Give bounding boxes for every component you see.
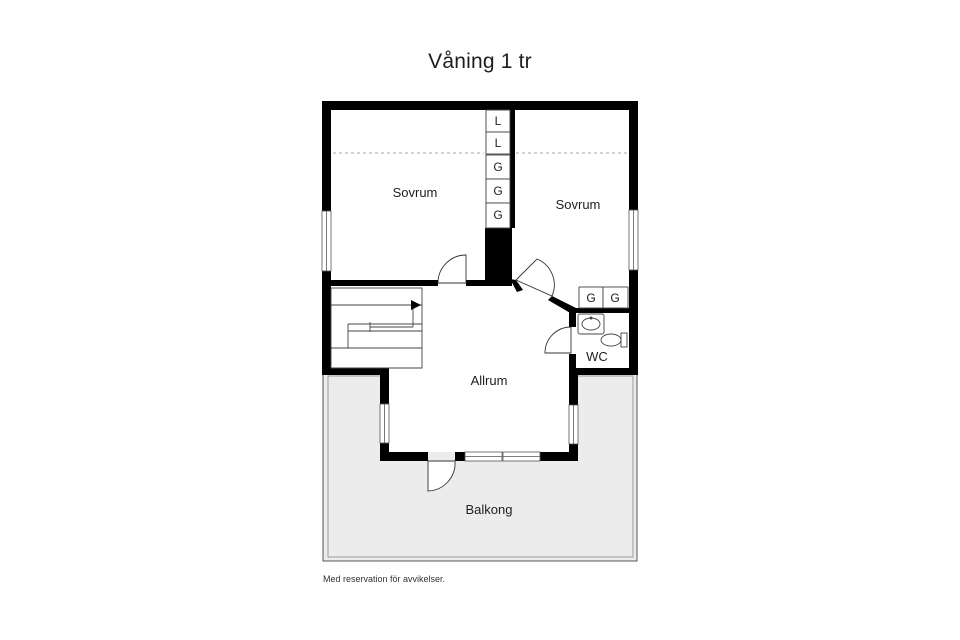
doors: [427, 254, 572, 492]
storage-label: G: [586, 291, 595, 305]
stair-arrow-icon: [411, 300, 421, 310]
storage-row-labels: G G: [586, 291, 619, 305]
toilet-tank-icon: [620, 332, 628, 348]
room-label-living: Allrum: [471, 373, 508, 388]
storage-column-labels: L L G G G: [493, 114, 502, 222]
storage-row: [578, 286, 629, 309]
walls: [322, 101, 638, 461]
room-label-bedroom-left: Sovrum: [393, 185, 438, 200]
storage-column: [485, 109, 511, 229]
storage-label: G: [493, 160, 502, 174]
disclaimer-text: Med reservation för avvikelser.: [323, 574, 446, 584]
windows: [321, 209, 639, 462]
balcony-area: [322, 373, 638, 562]
room-label-bedroom-right: Sovrum: [556, 197, 601, 212]
floor-living: [331, 283, 572, 452]
room-label-balcony: Balkong: [466, 502, 513, 517]
storage-label: L: [495, 136, 502, 150]
staircase: [330, 287, 423, 369]
floor-title: Våning 1 tr: [428, 50, 532, 73]
floor-bedroom-left: [331, 109, 485, 281]
storage-label: G: [610, 291, 619, 305]
storage-label: L: [495, 114, 502, 128]
storage-label: G: [493, 184, 502, 198]
toilet-bowl-icon: [600, 333, 622, 347]
room-label-wc: WC: [586, 349, 608, 364]
storage-label: G: [493, 208, 502, 222]
wc-fixtures: [577, 313, 628, 348]
